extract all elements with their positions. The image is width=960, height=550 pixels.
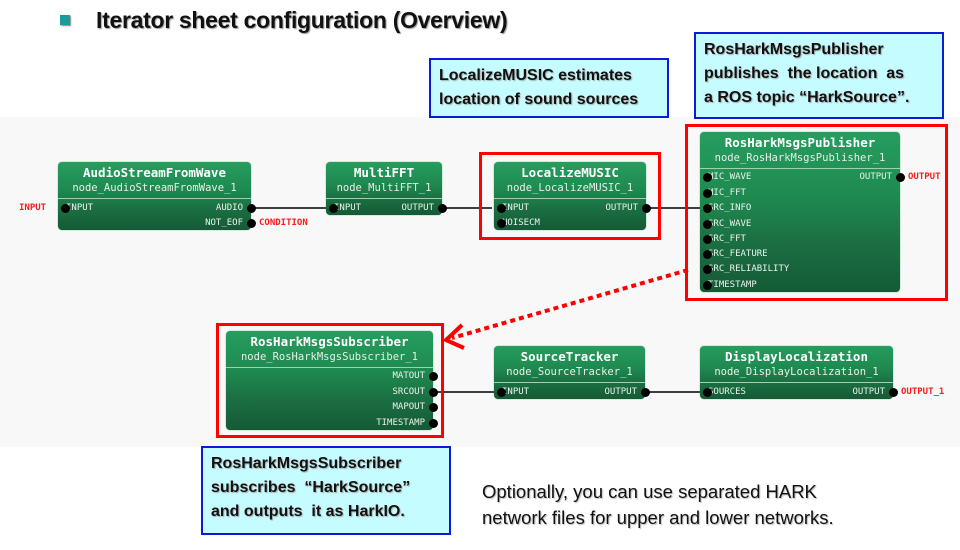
port-timestamp[interactable]: TIMESTAMP [703, 279, 757, 291]
port-output[interactable]: OUTPUT [401, 202, 447, 214]
port-dot[interactable] [429, 402, 438, 412]
port-not-eof[interactable]: NOT_EOF [205, 217, 256, 229]
note-line: RosHarkMsgsSubscriber [211, 455, 402, 472]
port-dot[interactable] [438, 203, 447, 213]
node-multifft[interactable]: MultiFFT node_MultiFFT_1 INPUT OUTPUT [326, 162, 447, 215]
port-dot[interactable] [497, 203, 506, 213]
port-dot[interactable] [247, 218, 256, 228]
port-dot[interactable] [429, 387, 438, 397]
port-dot[interactable] [61, 203, 70, 213]
highlight-publisher [685, 124, 948, 301]
port-input[interactable]: INPUT [61, 202, 93, 214]
node-rosharkmsgssubscriber[interactable]: RosHarkMsgsSubscriber node_RosHarkMsgsSub… [226, 331, 438, 430]
note-line: location of sound sources [439, 91, 639, 108]
port-dot[interactable] [703, 188, 712, 198]
port-sources[interactable]: SOURCES [703, 386, 746, 398]
port-src-info[interactable]: SRC_INFO [703, 202, 751, 214]
note-line: RosHarkMsgsPublisher [704, 41, 884, 58]
port-dot[interactable] [703, 172, 712, 182]
note-subscriber: RosHarkMsgsSubscriber subscribes “HarkSo… [201, 446, 451, 535]
port-dot[interactable] [429, 418, 438, 428]
port-dot[interactable] [329, 203, 338, 213]
note-line: LocalizeMUSIC estimates [439, 67, 632, 84]
node-id: node_RosHarkMsgsSubscriber_1 [240, 351, 418, 363]
port-dot[interactable] [703, 249, 712, 259]
port-dot[interactable] [247, 203, 256, 213]
port-src-fft[interactable]: SRC_FFT [703, 233, 746, 245]
node-name: RosHarkMsgsSubscriber [250, 334, 409, 349]
port-dot[interactable] [429, 371, 438, 381]
note-localizemusic: LocalizeMUSIC estimates location of soun… [429, 58, 669, 118]
external-output-1-label: OUTPUT_1 [901, 387, 945, 397]
port-srcout[interactable]: SRCOUT [392, 386, 438, 398]
note-line: publishes the location as [704, 65, 905, 82]
port-dot[interactable] [703, 203, 712, 213]
node-displaylocalization[interactable]: DisplayLocalization node_DisplayLocalizat… [700, 346, 898, 399]
node-name: MultiFFT [353, 165, 415, 180]
node-id: node_DisplayLocalization_1 [714, 366, 879, 378]
note-publisher: RosHarkMsgsPublisher publishes the locat… [694, 32, 944, 119]
port-dot[interactable] [497, 387, 506, 397]
port-src-reliability[interactable]: SRC_RELIABILITY [703, 263, 789, 275]
port-output[interactable]: OUTPUT [604, 386, 650, 398]
port-output[interactable]: OUTPUT [852, 386, 898, 398]
port-mic-fft[interactable]: MIC_FFT [703, 187, 746, 199]
node-name: AudioStreamFromWave [83, 165, 226, 180]
external-output-label: OUTPUT [908, 172, 941, 182]
highlight-subscriber [216, 323, 444, 438]
port-mapout[interactable]: MAPOUT [392, 401, 438, 413]
node-id: node_LocalizeMUSIC_1 [506, 182, 634, 194]
port-dot[interactable] [641, 387, 650, 397]
port-audio[interactable]: AUDIO [216, 202, 256, 214]
footnote-line: network files for upper and lower networ… [482, 507, 834, 528]
title-text: Iterator sheet configuration (Overview) [96, 6, 508, 33]
port-dot[interactable] [497, 218, 506, 228]
port-input[interactable]: INPUT [497, 202, 529, 214]
port-timestamp[interactable]: TIMESTAMP [376, 417, 438, 429]
port-input[interactable]: INPUT [497, 386, 529, 398]
node-name: SourceTracker [520, 349, 619, 364]
footnote-line: Optionally, you can use separated HARK [482, 481, 817, 502]
footnote-text: Optionally, you can use separated HARK n… [482, 479, 834, 531]
note-line: subscribes “HarkSource” [211, 479, 411, 496]
port-input[interactable]: INPUT [329, 202, 361, 214]
external-input-label: INPUT [19, 203, 47, 213]
port-src-wave[interactable]: SRC_WAVE [703, 218, 751, 230]
port-output[interactable]: OUTPUT [605, 202, 651, 214]
port-dot[interactable] [889, 387, 898, 397]
note-line: and outputs it as HarkIO. [211, 503, 405, 520]
node-name: LocalizeMUSIC [521, 165, 619, 180]
port-src-feature[interactable]: SRC_FEATURE [703, 248, 768, 260]
node-audiostreamfromwave[interactable]: AudioStreamFromWave node_AudioStreamFromW… [58, 162, 256, 230]
node-name: DisplayLocalization [725, 349, 868, 364]
port-dot[interactable] [703, 264, 712, 274]
bullet-icon [60, 15, 70, 25]
node-rosharkmsgspublisher[interactable]: RosHarkMsgsPublisher node_RosHarkMsgsPubl… [700, 132, 905, 292]
port-dot[interactable] [703, 219, 712, 229]
port-dot[interactable] [703, 234, 712, 244]
port-mic-wave[interactable]: MIC_WAVE [703, 171, 751, 183]
node-id: node_MultiFFT_1 [336, 182, 432, 194]
external-condition-label: CONDITION [259, 218, 308, 228]
note-line: a ROS topic “HarkSource”. [704, 89, 910, 106]
node-id: node_SourceTracker_1 [506, 366, 633, 378]
port-dot[interactable] [642, 203, 651, 213]
node-id: node_RosHarkMsgsPublisher_1 [714, 152, 886, 164]
highlight-localizemusic [479, 152, 661, 240]
port-matout[interactable]: MATOUT [392, 370, 438, 382]
slide-title: Iterator sheet configuration (Overview) [60, 5, 508, 35]
port-dot[interactable] [703, 387, 712, 397]
port-output[interactable]: OUTPUT [859, 171, 905, 183]
port-noisecm[interactable]: NOISECM [497, 217, 540, 229]
port-dot[interactable] [896, 172, 905, 182]
port-dot[interactable] [703, 280, 712, 290]
node-id: node_AudioStreamFromWave_1 [72, 182, 237, 194]
node-name: RosHarkMsgsPublisher [724, 135, 876, 150]
